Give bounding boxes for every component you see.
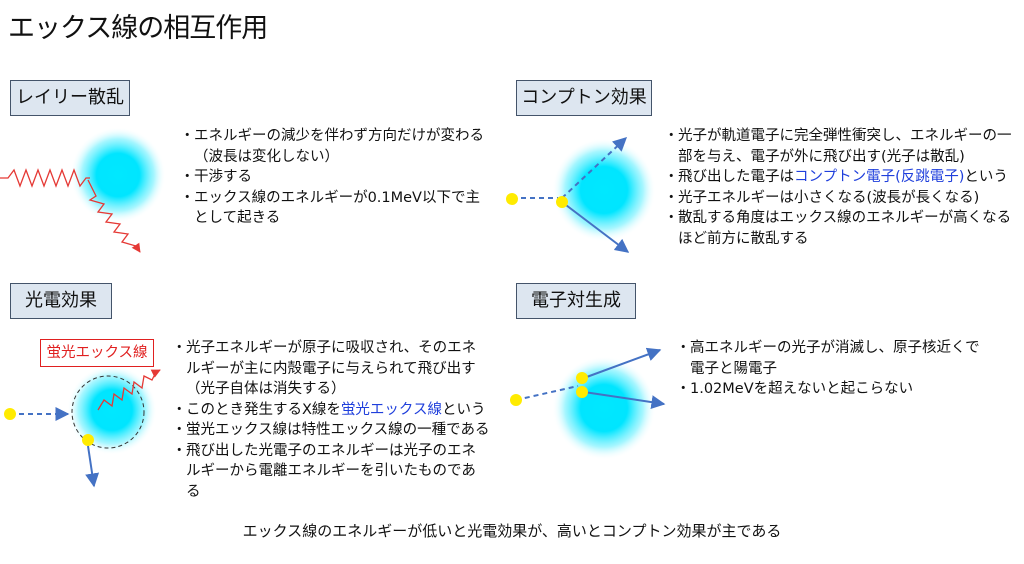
footer-summary: エックス線のエネルギーが低いと光電効果が、高いとコンプトン効果が主である	[242, 522, 782, 540]
list-item: 蛍光エックス線は特性エックス線の一種である	[172, 420, 490, 441]
photoelectric-diagram	[4, 365, 161, 488]
list-item: 散乱する角度はエックス線のエネルギーが高くなるほど前方に散乱する	[664, 208, 1020, 249]
list-item: エネルギーの減少を伴わず方向だけが変わる（波長は変化しない）	[180, 126, 490, 167]
pair-electron	[576, 372, 588, 384]
text-span: このとき発生するX線を	[186, 401, 341, 418]
text-span: 飛び出した電子は	[678, 169, 794, 185]
pair-production-diagram	[510, 347, 666, 460]
compton-electron	[556, 196, 568, 208]
pair-incident-photon	[515, 385, 579, 401]
photoelectron-track	[85, 445, 100, 488]
pair-positron	[576, 386, 588, 398]
list-item: 飛び出した光電子のエネルギーは光子のエネルギーから電離エネルギーを引いたものであ…	[172, 441, 490, 503]
pair-electron-track	[583, 347, 662, 379]
rayleigh-bullets: エネルギーの減少を伴わず方向だけが変わる（波長は変化しない） 干渉する エックス…	[180, 126, 490, 229]
list-item: 飛び出した電子はコンプトン電子(反跳電子)という	[664, 167, 1020, 188]
compton-electron-term: コンプトン電子(反跳電子)	[794, 169, 965, 185]
list-item: このとき発生するX線を蛍光エックス線という	[172, 400, 490, 421]
text-span: という	[442, 401, 486, 418]
compton-atom	[552, 138, 656, 242]
rayleigh-diagram	[0, 127, 166, 253]
fluorescence-wave	[97, 369, 161, 411]
compton-incoming-particle	[506, 193, 518, 205]
rayleigh-scattered-wave	[87, 179, 141, 253]
rayleigh-incident-wave	[0, 168, 90, 188]
compton-label: コンプトン効果	[516, 80, 652, 116]
photoelectron	[82, 434, 94, 446]
photoelectric-inner-shell	[71, 375, 145, 449]
compton-scattered-photon	[561, 137, 628, 199]
list-item: エックス線のエネルギーが0.1MeV以下で主として起きる	[180, 188, 490, 229]
rayleigh-label: レイリー散乱	[10, 80, 130, 116]
photoelectric-label: 光電効果	[10, 283, 112, 319]
compton-diagram	[506, 137, 656, 253]
list-item: 光子エネルギーは小さくなる(波長が長くなる)	[664, 188, 1020, 209]
fluorescence-term: 蛍光エックス線	[340, 401, 443, 418]
list-item: 干渉する	[180, 167, 490, 188]
list-item: 高エネルギーの光子が消滅し、原子核近くで電子と陽電子	[676, 338, 994, 379]
page-title: エックス線の相互作用	[8, 13, 268, 44]
list-item: 1.02MeVを超えないと起こらない	[676, 379, 994, 400]
list-item: 光子エネルギーが原子に吸収され、そのエネルギーが主に内殻電子に与えられて飛び出す…	[172, 338, 490, 400]
pair-production-label: 電子対生成	[516, 283, 636, 319]
pair-positron-track	[583, 391, 666, 410]
list-item: 光子が軌道電子に完全弾性衝突し、エネルギーの一部を与え、電子が外に飛び出す(光子…	[664, 126, 1020, 167]
rayleigh-atom	[70, 127, 166, 223]
pair-incoming-particle	[510, 394, 522, 406]
fluorescence-xray-label: 蛍光エックス線	[40, 339, 154, 367]
photoelectric-bullets: 光子エネルギーが原子に吸収され、そのエネルギーが主に内殻電子に与えられて飛び出す…	[172, 338, 490, 502]
photoelectric-incoming-particle	[4, 408, 16, 420]
compton-electron-track	[561, 201, 630, 253]
text-span: という	[964, 169, 1008, 185]
compton-bullets: 光子が軌道電子に完全弾性衝突し、エネルギーの一部を与え、電子が外に飛び出す(光子…	[664, 126, 1020, 249]
pair-production-bullets: 高エネルギーの光子が消滅し、原子核近くで電子と陽電子 1.02MeVを超えないと…	[676, 338, 994, 400]
